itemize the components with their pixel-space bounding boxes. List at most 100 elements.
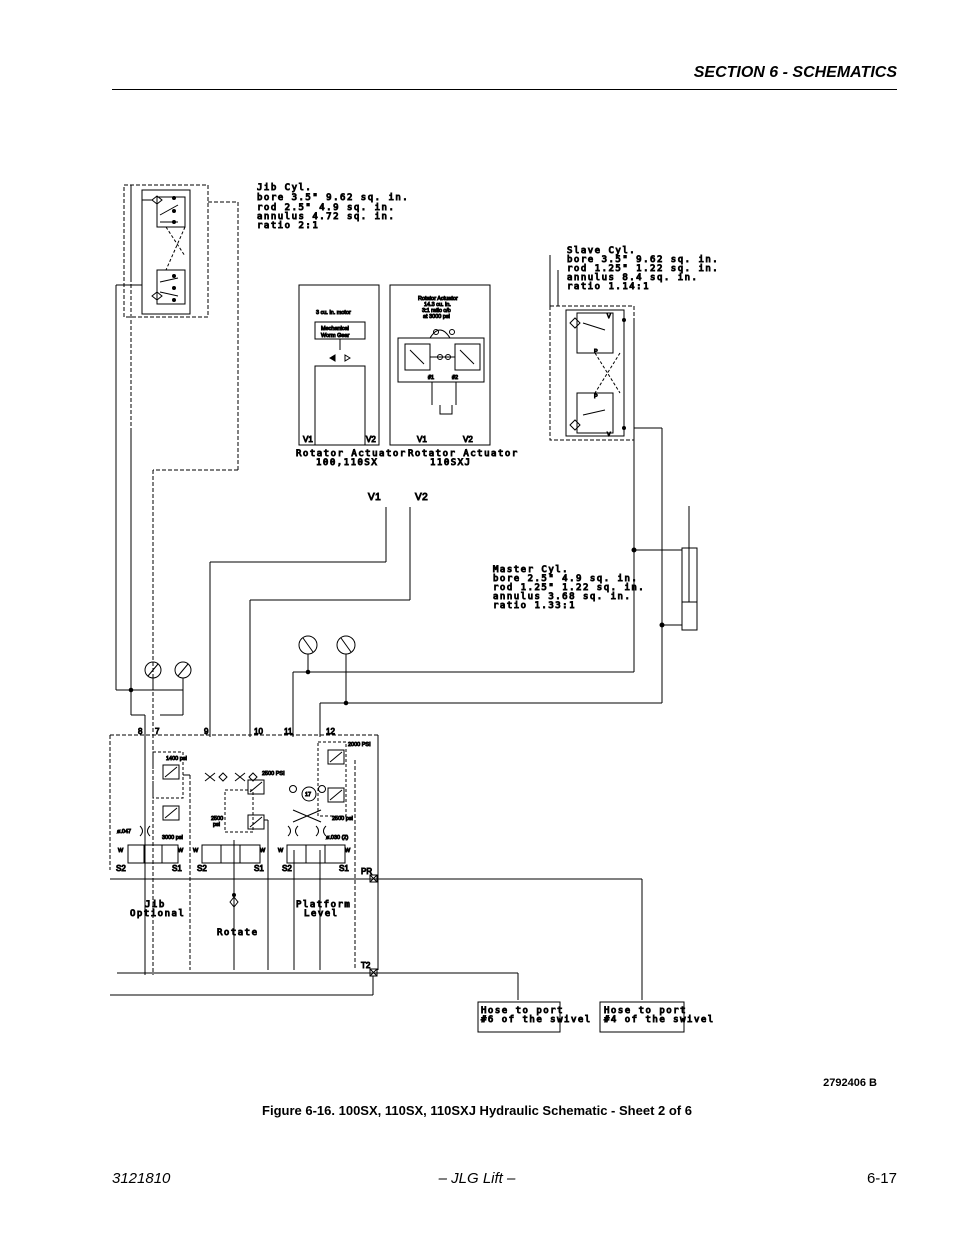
figure-caption: Figure 6-16. 100SX, 110SX, 110SXJ Hydrau… <box>262 1103 692 1118</box>
master-line-0: Master Cyl. <box>493 565 569 575</box>
platform-label-2: Level <box>304 909 339 919</box>
master-line-4: ratio 1.33:1 <box>493 601 576 611</box>
relief-2500c: 2500 psi <box>332 816 353 822</box>
slave-p-top: P <box>594 349 598 355</box>
port-8: 8 <box>138 727 143 736</box>
hose6-line-1: Hose to port <box>481 1006 564 1016</box>
slave-line-3: annulus 8.4 sq. in. <box>567 273 698 283</box>
svg-text:W: W <box>178 848 184 854</box>
s-label-1: S2 <box>116 864 126 873</box>
slave-line-2: rod 1.25" 1.22 sq. in. <box>567 264 719 274</box>
sxj-line-3: 3:1 ratio c/b <box>422 308 451 314</box>
relief-2500a: 2500 PSI <box>262 771 285 777</box>
s-label-6: S1 <box>339 864 349 873</box>
master-line-1: bore 2.5" 4.9 sq. in. <box>493 574 638 584</box>
port-v2-label: V2 <box>415 492 428 503</box>
slave-master-lines <box>292 320 682 737</box>
jib-cylinder-valve-block <box>115 184 209 318</box>
slave-v-bottom: V <box>607 432 611 438</box>
jib-cyl-line-0: Jib Cyl. <box>257 183 312 193</box>
rotate-lines <box>209 507 411 737</box>
hose4-line-1: Hose to port <box>604 1006 687 1016</box>
port-v1-label: V1 <box>368 492 381 503</box>
sx-v2: V2 <box>366 435 376 444</box>
svg-text:W: W <box>345 848 351 854</box>
slave-v-top: V <box>607 314 611 320</box>
orifice-030: ø.030 (2) <box>326 835 348 841</box>
motor-label: 3 cu. in. motor <box>316 310 351 316</box>
port-10: 10 <box>254 727 263 736</box>
jib-solid-lines <box>115 300 192 975</box>
rotator-actuator-sx: 3 cu. in. motor Mechanical Worm Gear V1 … <box>296 284 407 469</box>
jib-label-2: Optional <box>130 909 185 919</box>
sxj-caption-1: Rotator Actuator <box>408 449 519 459</box>
master-line-3: annulus 3.68 sq. in. <box>493 592 631 602</box>
drawing-number: 2792406 B <box>823 1077 877 1089</box>
slave-cyl-spec: Slave Cyl. bore 3.5" 9.62 sq. in. rod 1.… <box>567 246 719 293</box>
orifice-047: ø.047 <box>117 829 131 835</box>
sxj-v2: V2 <box>463 435 473 444</box>
jib-cyl-line-4: ratio 2:1 <box>257 221 319 231</box>
master-cyl-spec: Master Cyl. bore 2.5" 4.9 sq. in. rod 1.… <box>493 565 645 612</box>
port-7: 7 <box>155 727 160 736</box>
sx-caption-2: 100,110SX <box>316 458 378 468</box>
svg-text:W: W <box>193 848 199 854</box>
port-9: 9 <box>204 727 209 736</box>
slave-line-4: ratio 1.14:1 <box>567 282 650 292</box>
svg-text:#1: #1 <box>428 375 434 381</box>
relief-2500b: 2500 <box>211 816 223 822</box>
hose-box-port6: Hose to port #6 of the swivel <box>477 1001 592 1033</box>
jib-label-1: Jib <box>145 900 166 910</box>
sx-v1: V1 <box>303 435 313 444</box>
t2-label: T2 <box>361 961 371 970</box>
hose-box-port4: Hose to port #4 of the swivel <box>599 1001 715 1033</box>
slave-line-1: bore 3.5" 9.62 sq. in. <box>567 255 719 265</box>
jib-cyl-line-2: rod 2.5" 4.9 sq. in. <box>257 203 395 213</box>
jib-dashed-lines <box>130 201 239 975</box>
svg-text:W: W <box>278 848 284 854</box>
sxj-line-4: at 3000 psi <box>423 314 450 320</box>
relief-1400: 1400 psi <box>166 756 187 762</box>
slave-line-0: Slave Cyl. <box>567 246 636 256</box>
port-12: 12 <box>326 727 335 736</box>
section-title: SECTION 6 - SCHEMATICS <box>693 64 897 81</box>
svg-text:#2: #2 <box>452 375 458 381</box>
gear-label-2: Worm Gear <box>321 333 349 339</box>
master-line-2: rod 1.25" 1.22 sq. in. <box>493 583 645 593</box>
hose4-line-2: #4 of the swivel <box>604 1015 715 1025</box>
jib-cyl-line-3: annulus 4.72 sq. in. <box>257 212 395 222</box>
relief-17: 17 <box>305 792 311 798</box>
hose6-line-2: #6 of the swivel <box>481 1015 592 1025</box>
s-label-5: S2 <box>282 864 292 873</box>
s-label-3: S2 <box>197 864 207 873</box>
sxj-caption-2: 110SXJ <box>430 458 472 468</box>
relief-2000: 2000 PSI <box>348 742 371 748</box>
svg-text:W: W <box>260 848 266 854</box>
master-cylinder <box>681 506 698 631</box>
pr-t2-lines: PR T2 <box>110 867 643 1000</box>
valve-bank: 8 7 9 10 11 12 1400 psi 3000 psi ø.047 2… <box>109 727 379 970</box>
platform-gauges <box>298 635 356 706</box>
sxj-line-2: 14.3 cu. in. <box>424 302 451 308</box>
svg-text:W: W <box>118 848 124 854</box>
s-label-2: S1 <box>172 864 182 873</box>
s-label-4: S1 <box>254 864 264 873</box>
slave-p-bottom: P <box>594 394 598 400</box>
jib-cyl-line-1: bore 3.5" 9.62 sq. in. <box>257 193 409 203</box>
port-11: 11 <box>284 727 293 736</box>
gear-label-1: Mechanical <box>321 326 349 332</box>
header-rule <box>112 89 897 90</box>
relief-3000: 3000 psi <box>162 835 183 841</box>
pr-label: PR <box>361 867 372 876</box>
rotate-label: Rotate <box>217 928 259 938</box>
sxj-line-1: Rotator Actuator <box>418 296 458 302</box>
brand-footer: – JLG Lift – <box>438 1170 516 1187</box>
doc-number: 3121810 <box>112 1170 171 1187</box>
rotator-actuator-sxj: Rotator Actuator 14.3 cu. in. 3:1 ratio … <box>389 284 519 469</box>
sx-caption-1: Rotator Actuator <box>296 449 407 459</box>
page-number: 6-17 <box>866 1170 897 1187</box>
sxj-v1: V1 <box>417 435 427 444</box>
relief-2500b-unit: psi <box>213 822 220 828</box>
jib-cyl-spec: Jib Cyl. bore 3.5" 9.62 sq. in. rod 2.5"… <box>257 183 409 232</box>
